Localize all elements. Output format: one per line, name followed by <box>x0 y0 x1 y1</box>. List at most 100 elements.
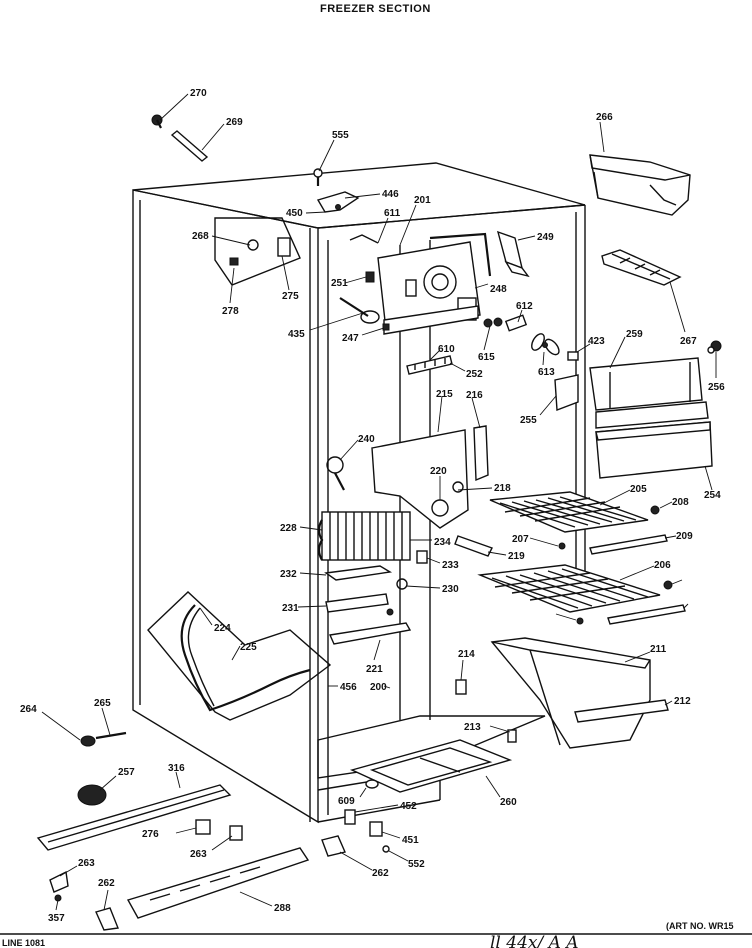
callout-278: 278 <box>222 306 239 317</box>
part-hinge-214 <box>455 679 467 695</box>
part-ice-bucket-266 <box>589 154 691 216</box>
callout-423: 423 <box>588 336 605 347</box>
part-clip-230 <box>396 578 408 590</box>
callout-270: 270 <box>190 88 207 99</box>
callout-446: 446 <box>382 189 399 200</box>
callout-234: 234 <box>434 537 451 548</box>
callout-316: 316 <box>168 763 185 774</box>
callout-265: 265 <box>94 698 111 709</box>
part-452 <box>344 809 356 825</box>
callout-200: 200 <box>370 682 387 693</box>
callout-219: 219 <box>508 551 525 562</box>
part-door-shelf-254 <box>595 421 713 479</box>
part-bracket-263 <box>49 825 243 893</box>
part-shelf-206 <box>477 564 661 613</box>
callout-215: 215 <box>436 389 453 400</box>
callout-615: 615 <box>478 352 495 363</box>
part-552 <box>382 845 390 853</box>
part-fitting-219 <box>454 535 493 557</box>
callout-260: 260 <box>500 797 517 808</box>
callout-212: 212 <box>674 696 691 707</box>
leader-lines <box>41 93 717 911</box>
callout-259: 259 <box>626 329 643 340</box>
footer-art-number: (ART NO. WR15 <box>666 921 734 931</box>
part-bracket-249 <box>496 230 530 278</box>
callout-206: 206 <box>654 560 671 571</box>
part-screw-555 <box>313 168 323 186</box>
part-thermostat-247 <box>339 297 390 331</box>
part-drain-pan-232 <box>324 565 393 581</box>
callout-612: 612 <box>516 301 533 312</box>
callout-211: 211 <box>650 644 667 655</box>
part-evaporator-coil-228 <box>317 511 411 561</box>
callout-251: 251 <box>331 278 348 289</box>
callout-452: 452 <box>400 801 417 812</box>
callouts: 270 269 555 446 450 201 611 266 268 251 … <box>20 88 725 924</box>
part-wheel-257 <box>77 784 107 806</box>
part-tray-260 <box>349 739 513 793</box>
callout-262b: 262 <box>98 878 115 889</box>
callout-213: 213 <box>464 722 481 733</box>
handwritten-note: ll 44x/ A A <box>490 933 579 948</box>
callout-214: 214 <box>458 649 475 660</box>
callout-247: 247 <box>342 333 359 344</box>
callout-268: 268 <box>192 231 209 242</box>
callout-611: 611 <box>384 208 401 219</box>
callout-248: 248 <box>490 284 507 295</box>
part-roller-264 <box>80 731 127 747</box>
callout-231: 231 <box>282 603 299 614</box>
callout-205: 205 <box>630 484 647 495</box>
part-grille-288 <box>126 847 310 919</box>
part-451 <box>369 821 383 837</box>
part-bracket-276 <box>195 819 211 835</box>
callout-613: 613 <box>538 367 555 378</box>
callout-218: 218 <box>494 483 511 494</box>
part-shelf-205 <box>489 491 649 533</box>
part-bracket-262 <box>95 835 346 931</box>
callout-288: 288 <box>274 903 291 914</box>
callout-555: 555 <box>332 130 349 141</box>
callout-252: 252 <box>466 369 483 380</box>
footer-line-number: LINE 1081 <box>2 938 45 948</box>
part-trim-209b <box>607 604 686 625</box>
part-trough-231 <box>325 593 394 616</box>
callout-249: 249 <box>537 232 554 243</box>
callout-232: 232 <box>280 569 297 580</box>
part-trim-209 <box>589 534 668 555</box>
part-609 <box>365 779 379 789</box>
callout-216: 216 <box>466 390 483 401</box>
callout-254: 254 <box>704 490 721 501</box>
part-panel-268 <box>214 217 301 286</box>
part-cover-255 <box>554 374 579 411</box>
part-bin-211 <box>490 637 669 749</box>
part-fan-blade-613 <box>531 333 560 356</box>
part-screw-270 <box>151 114 163 129</box>
part-fan-motor-615 <box>483 314 528 332</box>
callout-224: 224 <box>214 623 231 634</box>
callout-269: 269 <box>226 117 243 128</box>
callout-233: 233 <box>442 560 459 571</box>
part-control-panel <box>349 232 492 335</box>
callout-221: 221 <box>366 664 383 675</box>
part-drain-221 <box>328 622 412 645</box>
part-duct-216 <box>473 425 489 482</box>
callout-209: 209 <box>676 531 693 542</box>
part-ice-tray-267 <box>601 249 682 286</box>
callout-263b: 263 <box>78 858 95 869</box>
callout-230: 230 <box>442 584 459 595</box>
callout-201: 201 <box>414 195 431 206</box>
part-hinge-446 <box>316 191 360 213</box>
callout-275: 275 <box>282 291 299 302</box>
callout-609: 609 <box>338 796 355 807</box>
callout-240: 240 <box>358 434 375 445</box>
part-rod-269 <box>170 130 209 162</box>
callout-456: 456 <box>340 682 357 693</box>
callout-220: 220 <box>430 466 447 477</box>
callout-552: 552 <box>408 859 425 870</box>
callout-267: 267 <box>680 336 697 347</box>
callout-263: 263 <box>190 849 207 860</box>
part-drain-tube-225 <box>147 591 332 721</box>
callout-208: 208 <box>672 497 689 508</box>
part-fitting-233 <box>416 550 428 564</box>
